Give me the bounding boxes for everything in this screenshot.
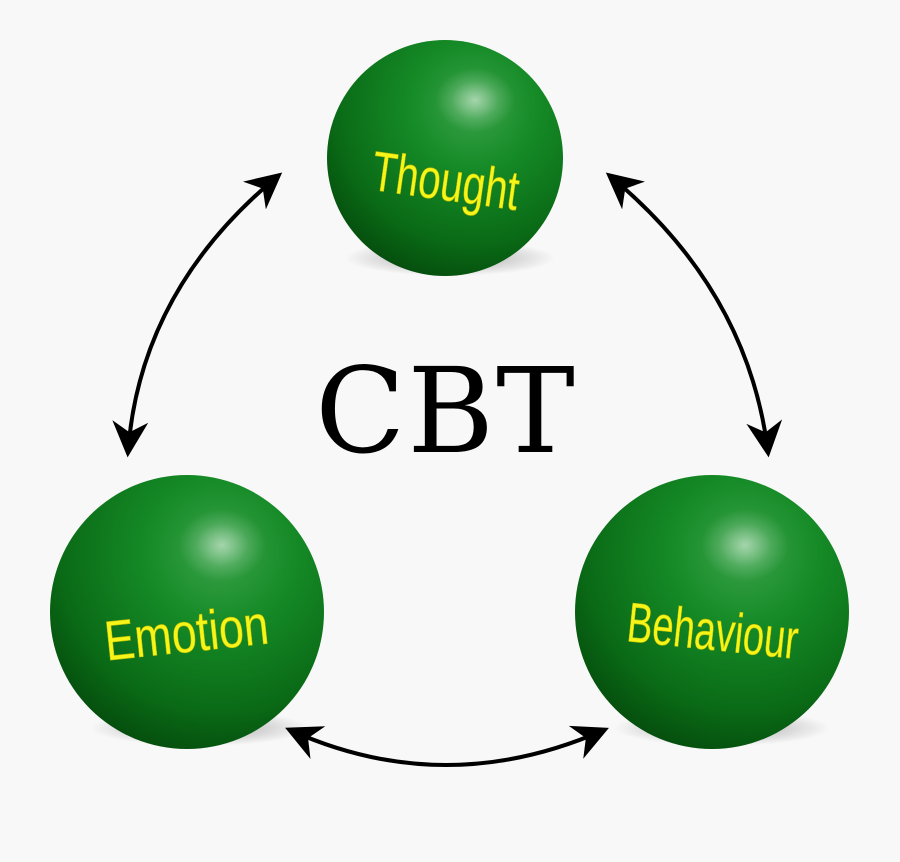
arrow-emotion-behaviour bbox=[285, 725, 609, 767]
arrow-thought-behaviour bbox=[605, 172, 783, 458]
arrow-thought-emotion bbox=[112, 172, 283, 458]
thought-node: Thought bbox=[327, 40, 563, 276]
emotion-label: Emotion bbox=[101, 593, 271, 673]
emotion-node: Emotion bbox=[50, 475, 324, 749]
behaviour-node: Behaviour bbox=[575, 475, 849, 749]
center-title: CBT bbox=[315, 342, 577, 480]
